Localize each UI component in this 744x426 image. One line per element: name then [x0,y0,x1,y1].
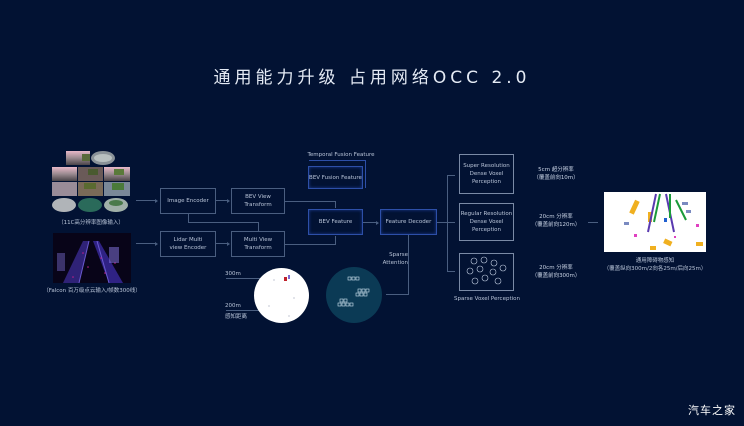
page-title: 通用能力升级 占用网络OCC 2.0 [213,68,531,88]
temporal-fusion-label: Temporal Fusion Feature [307,152,375,158]
lidar-pointcloud-image [53,233,131,284]
sparse-voxel-caption: Sparse Voxel Perception [454,296,520,302]
sparse-voxel-circle [326,267,382,323]
sparse-attention-label: Sparse Attention [382,252,408,266]
range-label-regular: （覆盖前向120m） [531,222,581,228]
result-caption-1: 通用障碍物感知 [635,258,675,264]
bev-view-transform-node: BEV View Transform [231,188,285,214]
camera-mosaic-image [52,151,130,213]
bev-fusion-feature-node: BEV Fusion Feature [308,166,363,189]
bev-feature-node: BEV Feature [308,209,363,235]
feature-decoder-node: Feature Decoder [380,209,437,235]
obstacle-perception-image [604,192,706,252]
res-label-super: 5cm 超分辨率 [538,167,574,173]
lidar-encoder-node: Lidar Multi view Encoder [160,231,216,257]
sparse-voxel-node [459,253,514,291]
res-label-sparse: 20cm 分辨率 [539,265,573,271]
regular-resolution-node: Regular Resolution Dense Voxel Perceptio… [459,203,514,241]
lidar-caption: （Falcon 百万级点云输入/帧数300线） [43,288,141,294]
super-resolution-node: Super Resolution Dense Voxel Perception [459,154,514,194]
result-caption-2: （覆盖纵向300m/2向各25m/后向25m） [603,266,707,272]
camera-caption: （11C高分辨率图像输入） [58,220,124,226]
range-caption: 感知距离 [225,314,248,320]
multi-view-transform-node: Multi View Transform [231,231,285,257]
watermark: 汽车之家 [688,404,736,417]
image-encoder-node: Image Encoder [160,188,216,214]
range-200m-label: 200m [225,303,241,309]
range-label-super: （覆盖前向10m） [533,175,579,181]
range-label-sparse: （覆盖前向300m） [531,273,581,279]
range-view-circle [254,268,309,323]
cross-connector [188,214,189,222]
range-300m-label: 300m [225,271,241,277]
res-label-regular: 20cm 分辨率 [539,214,573,220]
